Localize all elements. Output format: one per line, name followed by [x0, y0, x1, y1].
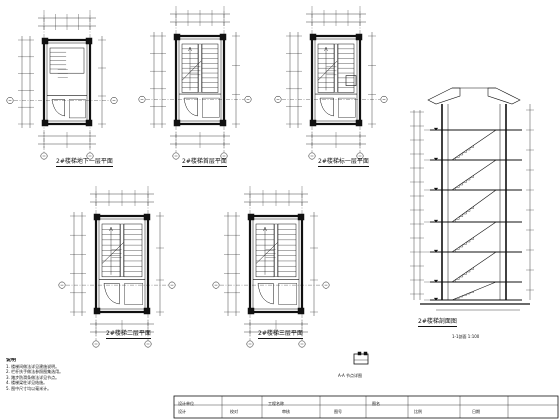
stair-flight — [473, 251, 497, 268]
section-subcaption: 1-1剖面 1:100 — [452, 334, 480, 339]
section-caption: 2#楼梯剖面图 — [418, 318, 457, 327]
basement-plan-caption: 2#楼梯地下一层平面 — [56, 158, 113, 167]
door-swing — [103, 283, 120, 305]
note-line: 4. 楼梯梁柱详见结施。 — [6, 380, 48, 385]
title-block — [173, 395, 559, 419]
title-block-cell: 图号 — [334, 409, 342, 414]
basement-plan — [6, 10, 118, 160]
title-block-cell: 设计 — [178, 409, 186, 414]
title-block-cell: 工程名称 — [268, 401, 284, 406]
stair-flight — [473, 221, 497, 238]
door-swing — [319, 97, 334, 117]
door-swing — [183, 97, 198, 117]
level-marker — [433, 297, 439, 301]
node-detail — [353, 351, 369, 365]
notes-heading: 说明 — [6, 358, 17, 363]
stair-flight — [473, 281, 497, 292]
standard-floor-plan-caption: 2#楼梯标一层平面 — [318, 158, 369, 167]
second-floor-plan — [58, 186, 176, 348]
detail-caption: A-A 节点详图 — [338, 373, 363, 378]
title-block-cell: 设计单位 — [178, 401, 194, 406]
stair-flight — [473, 189, 497, 207]
title-block-cell: 比例 — [414, 409, 422, 414]
general-notes: 说明 1. 楼梯间做法详见建施说明。 2. 栏杆扶手做法参照图集选用。 3. 踏… — [6, 358, 126, 391]
level-marker — [433, 219, 439, 223]
first-floor-plan — [138, 6, 252, 160]
note-line: 1. 楼梯间做法详见建施说明。 — [6, 363, 60, 369]
title-block-cell: 校对 — [230, 409, 238, 414]
stair-flight — [473, 129, 497, 146]
note-line: 2. 栏杆扶手做法参照图集选用。 — [6, 369, 64, 374]
note-line: 3. 踏步防滑条做法详见节点。 — [6, 374, 60, 380]
note-line: 5. 图中尺寸均以毫米计。 — [6, 385, 52, 391]
level-marker — [433, 127, 439, 131]
title-block-cell: 审核 — [282, 409, 290, 414]
stair-section — [410, 87, 534, 311]
level-marker — [433, 249, 439, 253]
door-swing — [51, 99, 65, 117]
stair-flight — [473, 159, 497, 176]
level-marker — [433, 279, 439, 283]
level-marker — [433, 187, 439, 191]
door-swing — [257, 283, 274, 305]
third-floor-plan-caption: 2#楼梯三层平面 — [258, 330, 303, 339]
first-floor-plan-caption: 2#楼梯首层平面 — [182, 158, 227, 167]
third-floor-plan — [212, 186, 330, 348]
level-marker — [433, 157, 439, 161]
title-block-cell: 日期 — [472, 409, 480, 414]
standard-floor-plan — [274, 6, 388, 160]
second-floor-plan-caption: 2#楼梯二层平面 — [106, 330, 151, 339]
title-block-cell: 图名 — [372, 401, 380, 406]
